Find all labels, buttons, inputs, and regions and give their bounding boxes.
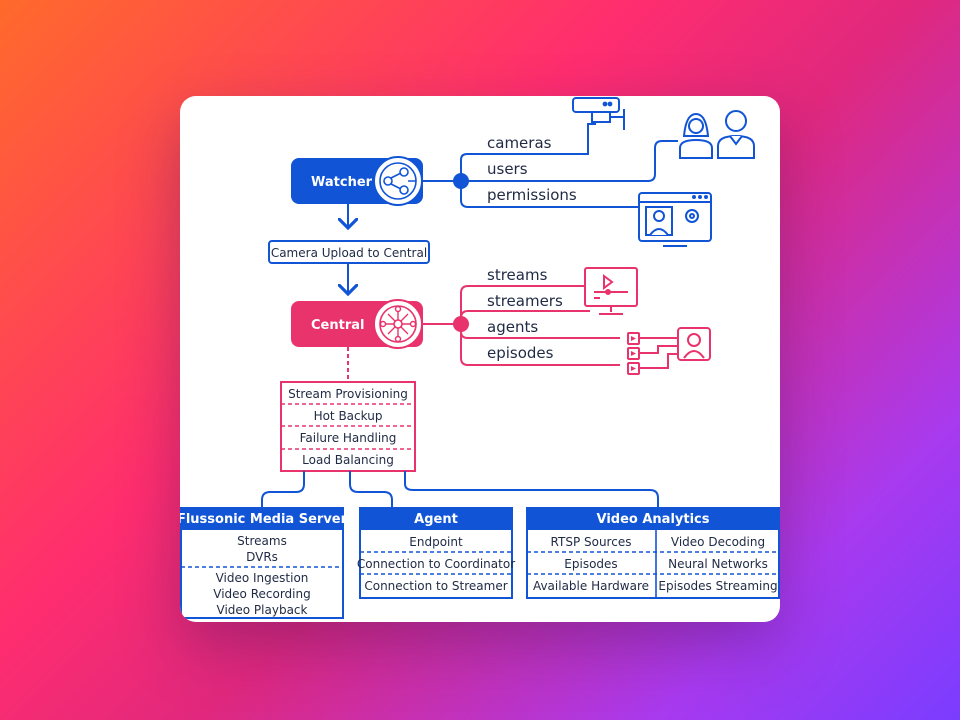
- architecture-diagram: Watcher cameras users permissions: [180, 97, 780, 619]
- watcher-node: Watcher: [291, 156, 423, 206]
- flussonic-dvrs: DVRs: [246, 550, 278, 564]
- va-video-decoding: Video Decoding: [671, 535, 765, 549]
- va-episodes: Episodes: [564, 557, 617, 571]
- video-analytics-box: Video Analytics RTSP Sources Episodes Av…: [526, 507, 780, 599]
- va-episodes-streaming: Episodes Streaming: [658, 579, 777, 593]
- central-label: Central: [311, 318, 364, 333]
- flussonic-video-playback: Video Playback: [217, 603, 308, 617]
- network-nodes-icon: [373, 156, 423, 206]
- agent-endpoint: Endpoint: [409, 535, 463, 549]
- agent-connection-coordinator: Connection to Coordinator: [357, 557, 515, 571]
- camera-upload-box: Camera Upload to Central: [268, 240, 430, 264]
- video-analytics-title: Video Analytics: [596, 512, 709, 527]
- watcher-resource-permissions: permissions: [487, 186, 577, 204]
- hub-star-icon: [373, 299, 423, 349]
- flussonic-title: Flussonic Media Server: [180, 512, 348, 527]
- function-failure-handling: Failure Handling: [300, 431, 397, 445]
- function-load-balancing: Load Balancing: [302, 453, 394, 467]
- central-functions-box: Stream Provisioning Hot Backup Failure H…: [280, 381, 416, 472]
- central-resource-episodes: episodes: [487, 344, 554, 362]
- flussonic-streams: Streams: [237, 534, 287, 548]
- va-rtsp-sources: RTSP Sources: [551, 535, 632, 549]
- central-resource-streams: streams: [487, 266, 548, 284]
- play-files-user-icon: [627, 327, 711, 375]
- agent-title: Agent: [414, 512, 458, 527]
- agent-box: Agent Endpoint Connection to Coordinator…: [357, 507, 515, 599]
- settings-window-icon: [638, 192, 712, 247]
- central-node: Central: [291, 299, 423, 349]
- watcher-label: Watcher: [311, 175, 373, 190]
- va-available-hardware: Available Hardware: [533, 579, 649, 593]
- flussonic-video-recording: Video Recording: [213, 587, 310, 601]
- flussonic-media-server-box: Flussonic Media Server Streams DVRs Vide…: [180, 507, 348, 619]
- va-neural-networks: Neural Networks: [668, 557, 768, 571]
- camera-upload-label: Camera Upload to Central: [271, 246, 427, 260]
- security-camera-icon: [572, 97, 625, 130]
- central-resource-agents: agents: [487, 318, 538, 336]
- users-icon: [679, 110, 755, 159]
- video-monitor-icon: [584, 267, 638, 315]
- function-stream-provisioning: Stream Provisioning: [288, 387, 408, 401]
- function-hot-backup: Hot Backup: [314, 409, 383, 423]
- central-resource-streamers: streamers: [487, 292, 563, 310]
- watcher-resource-users: users: [487, 160, 528, 178]
- agent-connection-streamer: Connection to Streamer: [364, 579, 507, 593]
- watcher-resource-cameras: cameras: [487, 134, 552, 152]
- diagram-card: Watcher cameras users permissions: [180, 96, 780, 622]
- flussonic-video-ingestion: Video Ingestion: [216, 571, 309, 585]
